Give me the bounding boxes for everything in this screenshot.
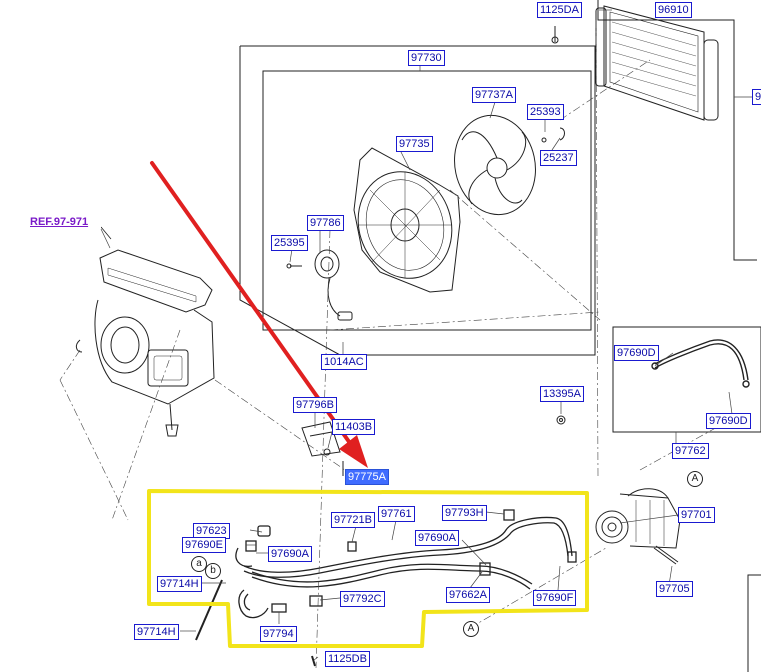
part-label-97793H[interactable]: 97793H [442, 505, 487, 521]
part-label-97623[interactable]: 97623 [193, 523, 230, 539]
part-label-97690E[interactable]: 97690E [182, 537, 226, 553]
part-label-97796B[interactable]: 97796B [293, 397, 337, 413]
part-label-97714H-upper[interactable]: 97714H [157, 576, 202, 592]
callout-A-lower: A [463, 621, 479, 637]
part-label-97737A[interactable]: 97737A [472, 87, 516, 103]
hose-97690D-drawing [651, 339, 750, 388]
part-label-96910[interactable]: 96910 [655, 2, 692, 18]
fan-subassembly-frame [262, 70, 592, 331]
part-label-97690A-left[interactable]: 97690A [268, 546, 312, 562]
part-label-25393[interactable]: 25393 [527, 104, 564, 120]
part-label-97735[interactable]: 97735 [396, 136, 433, 152]
part-label-97762[interactable]: 97762 [672, 443, 709, 459]
part-label-1125DB[interactable]: 1125DB [325, 651, 370, 667]
part-label-11403B[interactable]: 11403B [332, 419, 376, 435]
selection-outline [147, 489, 589, 648]
callout-a: a [191, 556, 207, 572]
part-label-97721B[interactable]: 97721B [331, 512, 375, 528]
ref-underline-arrow [101, 226, 112, 240]
part-label-25395[interactable]: 25395 [271, 235, 308, 251]
fan-blade-drawing [454, 114, 536, 216]
part-label-97794[interactable]: 97794 [260, 626, 297, 642]
compressor-drawing [595, 488, 681, 565]
fan-shroud-drawing [353, 147, 461, 293]
part-label-97690D-lower[interactable]: 97690D [706, 413, 751, 429]
part-label-97761[interactable]: 97761 [378, 506, 415, 522]
leader-lines [100, 9, 754, 661]
bottom-right-frame [747, 574, 761, 672]
bracket-drawing [301, 415, 566, 457]
part-label-97690D-upper[interactable]: 97690D [614, 345, 659, 361]
part-label-97786[interactable]: 97786 [307, 215, 344, 231]
part-label-97705[interactable]: 97705 [656, 581, 693, 597]
condenser-drawing [595, 5, 719, 121]
part-label-97775A-highlighted[interactable]: 97775A [345, 469, 389, 485]
part-label-97690A-right[interactable]: 97690A [415, 530, 459, 546]
part-label-97792C[interactable]: 97792C [340, 591, 385, 607]
hose-detail-frame [612, 326, 761, 433]
part-label-25237[interactable]: 25237 [540, 150, 577, 166]
right-outline [597, 0, 757, 261]
part-label-1014AC[interactable]: 1014AC [321, 354, 367, 370]
fan-assembly-frame [239, 45, 596, 356]
part-label-1125DA[interactable]: 1125DA [537, 2, 582, 18]
part-label-97701[interactable]: 97701 [678, 507, 715, 523]
part-label-97662A[interactable]: 97662A [446, 587, 490, 603]
part-label-97714H-lower[interactable]: 97714H [134, 624, 179, 640]
fan-motor-drawing [286, 26, 565, 321]
part-label-97690F[interactable]: 97690F [533, 590, 577, 606]
hvac-housing-drawing [75, 249, 215, 437]
dash-dot-lines [59, 19, 731, 669]
part-label-13395A[interactable]: 13395A [540, 386, 584, 402]
callout-b: b [205, 563, 221, 579]
callout-A-upper: A [687, 471, 703, 487]
part-label-9-cut-off[interactable]: 9 [752, 89, 761, 105]
reference-link[interactable]: REF.97-971 [30, 216, 89, 228]
hose-assembly-drawing [195, 509, 577, 667]
part-label-97730[interactable]: 97730 [408, 50, 445, 66]
